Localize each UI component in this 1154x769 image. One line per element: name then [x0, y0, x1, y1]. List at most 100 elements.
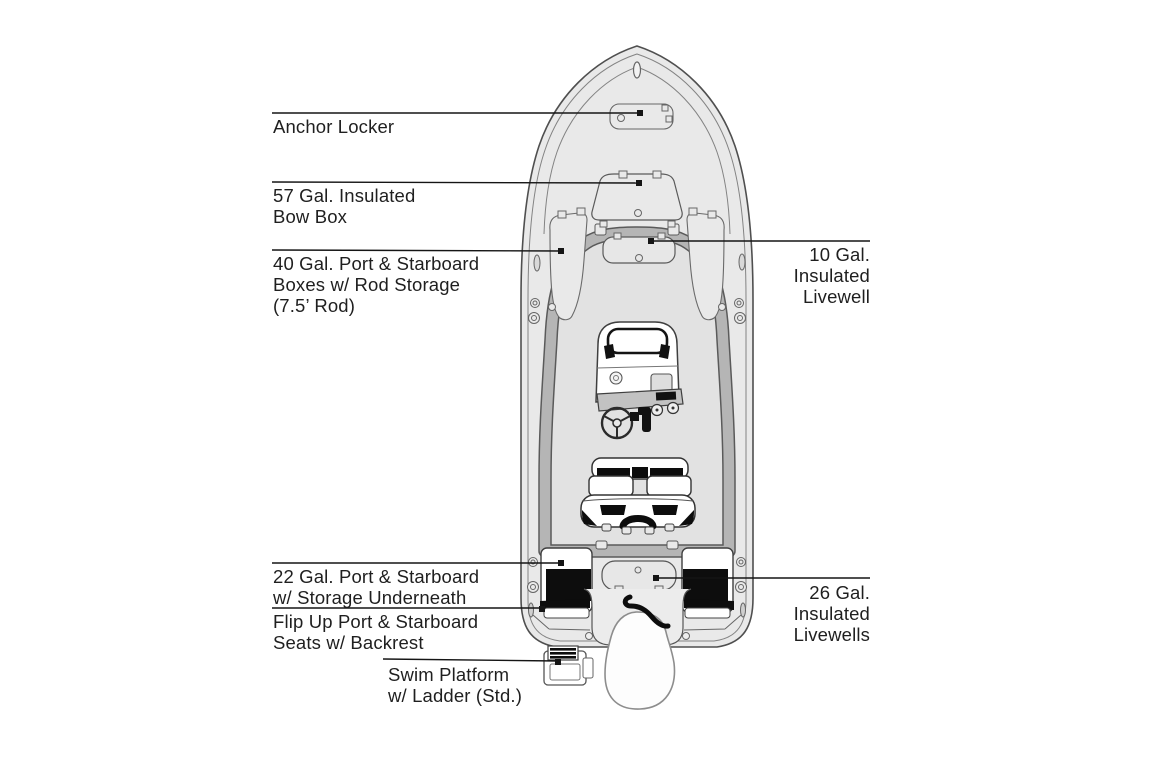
- seat-base: [580, 494, 696, 528]
- console-windshield: [606, 327, 669, 355]
- callout-bow-box: 57 Gal. Insulated Bow Box: [273, 185, 416, 227]
- deck-fitting: [531, 315, 537, 321]
- leader-dots: [539, 110, 659, 665]
- transom-inner-line-port: [532, 614, 591, 631]
- seat-cushion-port: [600, 505, 626, 515]
- flip-seat-port: [540, 599, 590, 610]
- bow-cleat: [632, 61, 642, 79]
- console-vent: [609, 371, 623, 385]
- stern-fitting: [738, 559, 744, 565]
- rod-box-starboard-hinge-2: [688, 207, 698, 216]
- callout-swim-platform: Swim Platform w/ Ladder (Std.): [388, 664, 523, 706]
- bow-box-hinge-1: [618, 170, 628, 179]
- tie-down-starboard: [666, 540, 679, 550]
- livewells-26-latch: [634, 566, 642, 574]
- anchor-locker-hinge-2: [665, 115, 673, 123]
- callout-stern-storage-22: 22 Gal. Port & Starboard w/ Storage Unde…: [273, 566, 480, 608]
- stern-fitting: [527, 581, 539, 593]
- swim-platform-inner: [549, 663, 581, 681]
- stern-fitting: [736, 557, 746, 567]
- leader-dot: [558, 248, 564, 254]
- anchor-locker-hinge-1: [661, 104, 669, 112]
- anchor-locker-hatch: [609, 103, 674, 130]
- swim-platform-leader: [382, 658, 559, 662]
- seat-base-seam: [582, 498, 694, 502]
- callout-rod-storage-boxes: 40 Gal. Port & Starboard Boxes w/ Rod St…: [273, 253, 480, 316]
- deck-fitting: [528, 312, 540, 324]
- deck-fitting: [530, 298, 540, 308]
- deck-fitting: [737, 315, 743, 321]
- rod-box-port-hinge-2: [576, 207, 586, 216]
- rod-box-hatch-starboard: [686, 212, 725, 321]
- deck-fitting: [736, 300, 742, 306]
- scupper-starboard: [740, 602, 746, 618]
- bow-inner-curve-port: [543, 66, 638, 235]
- callout-livewell-10: 10 Gal. Insulated Livewell: [793, 244, 870, 307]
- leader-lines: [271, 112, 870, 662]
- leader-dot: [555, 659, 561, 665]
- ladder-rung: [550, 652, 576, 655]
- seat-back-starboard: [646, 475, 692, 497]
- leader-dot: [636, 180, 642, 186]
- bow-box-latch: [634, 209, 642, 217]
- stern-box-starboard-opening: [683, 569, 728, 601]
- seat-foot: [644, 526, 655, 535]
- stern-fitting: [530, 559, 536, 565]
- console-seam: [596, 365, 679, 369]
- scupper-port: [528, 602, 534, 618]
- throttle-knob: [638, 407, 646, 415]
- transom-inner-line-starboard: [683, 614, 742, 631]
- deck-fitting: [532, 300, 538, 306]
- callout-flip-up-seats: Flip Up Port & Starboard Seats w/ Backre…: [273, 611, 479, 653]
- windshield-corner-starboard: [659, 344, 670, 359]
- deck-fitting: [734, 312, 746, 324]
- ladder-rung: [550, 656, 576, 659]
- windshield-corner-port: [604, 344, 615, 359]
- bow-box-hatch: [591, 173, 683, 221]
- rigging-hose: [622, 594, 671, 629]
- flip-seat-port-cushion: [543, 607, 590, 619]
- bow-inner-curve-starboard: [636, 66, 731, 235]
- ladder-rung: [550, 648, 576, 651]
- bow-box-foot-1: [599, 220, 608, 228]
- deck-fitting: [718, 303, 726, 311]
- transom-screw-starboard: [682, 632, 690, 640]
- flip-seat-starboard: [684, 599, 734, 610]
- leader-dot: [653, 575, 659, 581]
- seat-cushion-starboard: [652, 505, 678, 515]
- rod-box-port-hinge-1: [557, 210, 567, 219]
- side-cleat-port: [533, 254, 541, 272]
- stern-box-port-opening: [546, 569, 591, 601]
- bow-box-foot-2: [667, 220, 676, 228]
- leader-dot: [637, 110, 643, 116]
- seat-center-arch: [619, 515, 657, 530]
- flip-seat-starboard-cushion: [684, 607, 731, 619]
- callout-anchor-locker: Anchor Locker: [273, 116, 395, 137]
- livewell-10-hinge-2: [657, 232, 666, 240]
- outboard-motor: [604, 611, 676, 710]
- livewell-10-hatch: [602, 232, 676, 264]
- transom-screw-port: [585, 632, 593, 640]
- rod-storage-leader: [271, 249, 562, 252]
- livewell-10-hinge-1: [613, 232, 622, 240]
- tie-down-port: [595, 540, 608, 550]
- dash-gauge-1-needle: [655, 408, 659, 412]
- seat-foot: [621, 526, 632, 535]
- throttle-base: [630, 412, 639, 421]
- seat-back-port: [588, 475, 634, 497]
- stern-fitting: [528, 557, 538, 567]
- deck-fitting: [734, 298, 744, 308]
- stern-fitting: [530, 584, 536, 590]
- swim-platform-ladder: [543, 645, 594, 686]
- seat-corner-port: [582, 510, 597, 526]
- callout-livewells-26: 26 Gal. Insulated Livewells: [793, 582, 870, 645]
- seat-corner-starboard: [679, 510, 694, 526]
- swim-platform-step: [582, 657, 594, 679]
- leaning-post-seats: [580, 457, 696, 535]
- dash-gauge-2-needle: [671, 406, 675, 410]
- stern-fitting: [735, 581, 747, 593]
- rod-box-hatch-port: [549, 212, 588, 321]
- anchor-locker-latch: [617, 114, 625, 122]
- bow-features: [528, 61, 746, 324]
